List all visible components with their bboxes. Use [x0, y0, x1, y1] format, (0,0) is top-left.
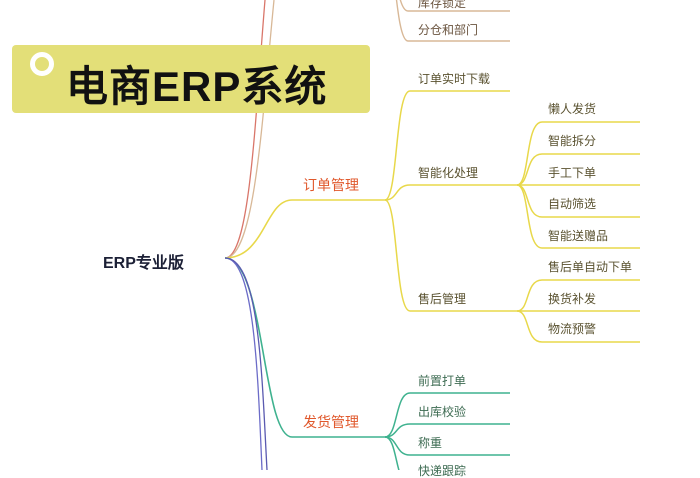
- leaf: 换货补发: [548, 292, 597, 306]
- node-top-2: 分仓和部门: [418, 23, 479, 37]
- connector-bottom-blue-2: [224, 257, 268, 470]
- title-banner: 电商ERP系统: [12, 45, 370, 113]
- branch-order: 订单管理: [303, 178, 359, 194]
- leaf: 手工下单: [548, 166, 597, 180]
- leaf: 自动筛选: [548, 197, 597, 211]
- leaf: 智能送赠品: [548, 229, 609, 243]
- leaf: 前置打单: [418, 374, 467, 388]
- root-node: ERP专业版: [103, 255, 184, 272]
- leaf: 懒人发货: [548, 102, 597, 116]
- connector-top-red: [224, 0, 266, 259]
- leaf: 售后单自动下单: [548, 260, 633, 274]
- branch-shipping: 发货管理: [303, 415, 359, 431]
- leaf: 称重: [418, 436, 443, 450]
- leaf: 出库校验: [418, 405, 467, 419]
- leaf: 物流预警: [548, 322, 597, 336]
- connector-order: [224, 199, 385, 259]
- connector-top-tan: [224, 0, 275, 259]
- node-smart-processing: 智能化处理: [418, 166, 479, 180]
- circle-icon: [30, 52, 54, 76]
- node-top-1: 库存锁定: [418, 0, 467, 10]
- node-aftersale: 售后管理: [418, 292, 467, 306]
- node-realtime-download: 订单实时下载: [418, 72, 491, 86]
- connector-shipping: [224, 257, 385, 438]
- leaf: 智能拆分: [548, 134, 597, 148]
- page-title: 电商ERP系统: [66, 63, 328, 110]
- connector-bottom-blue-1: [224, 257, 263, 470]
- leaf: 快递跟踪: [418, 464, 467, 478]
